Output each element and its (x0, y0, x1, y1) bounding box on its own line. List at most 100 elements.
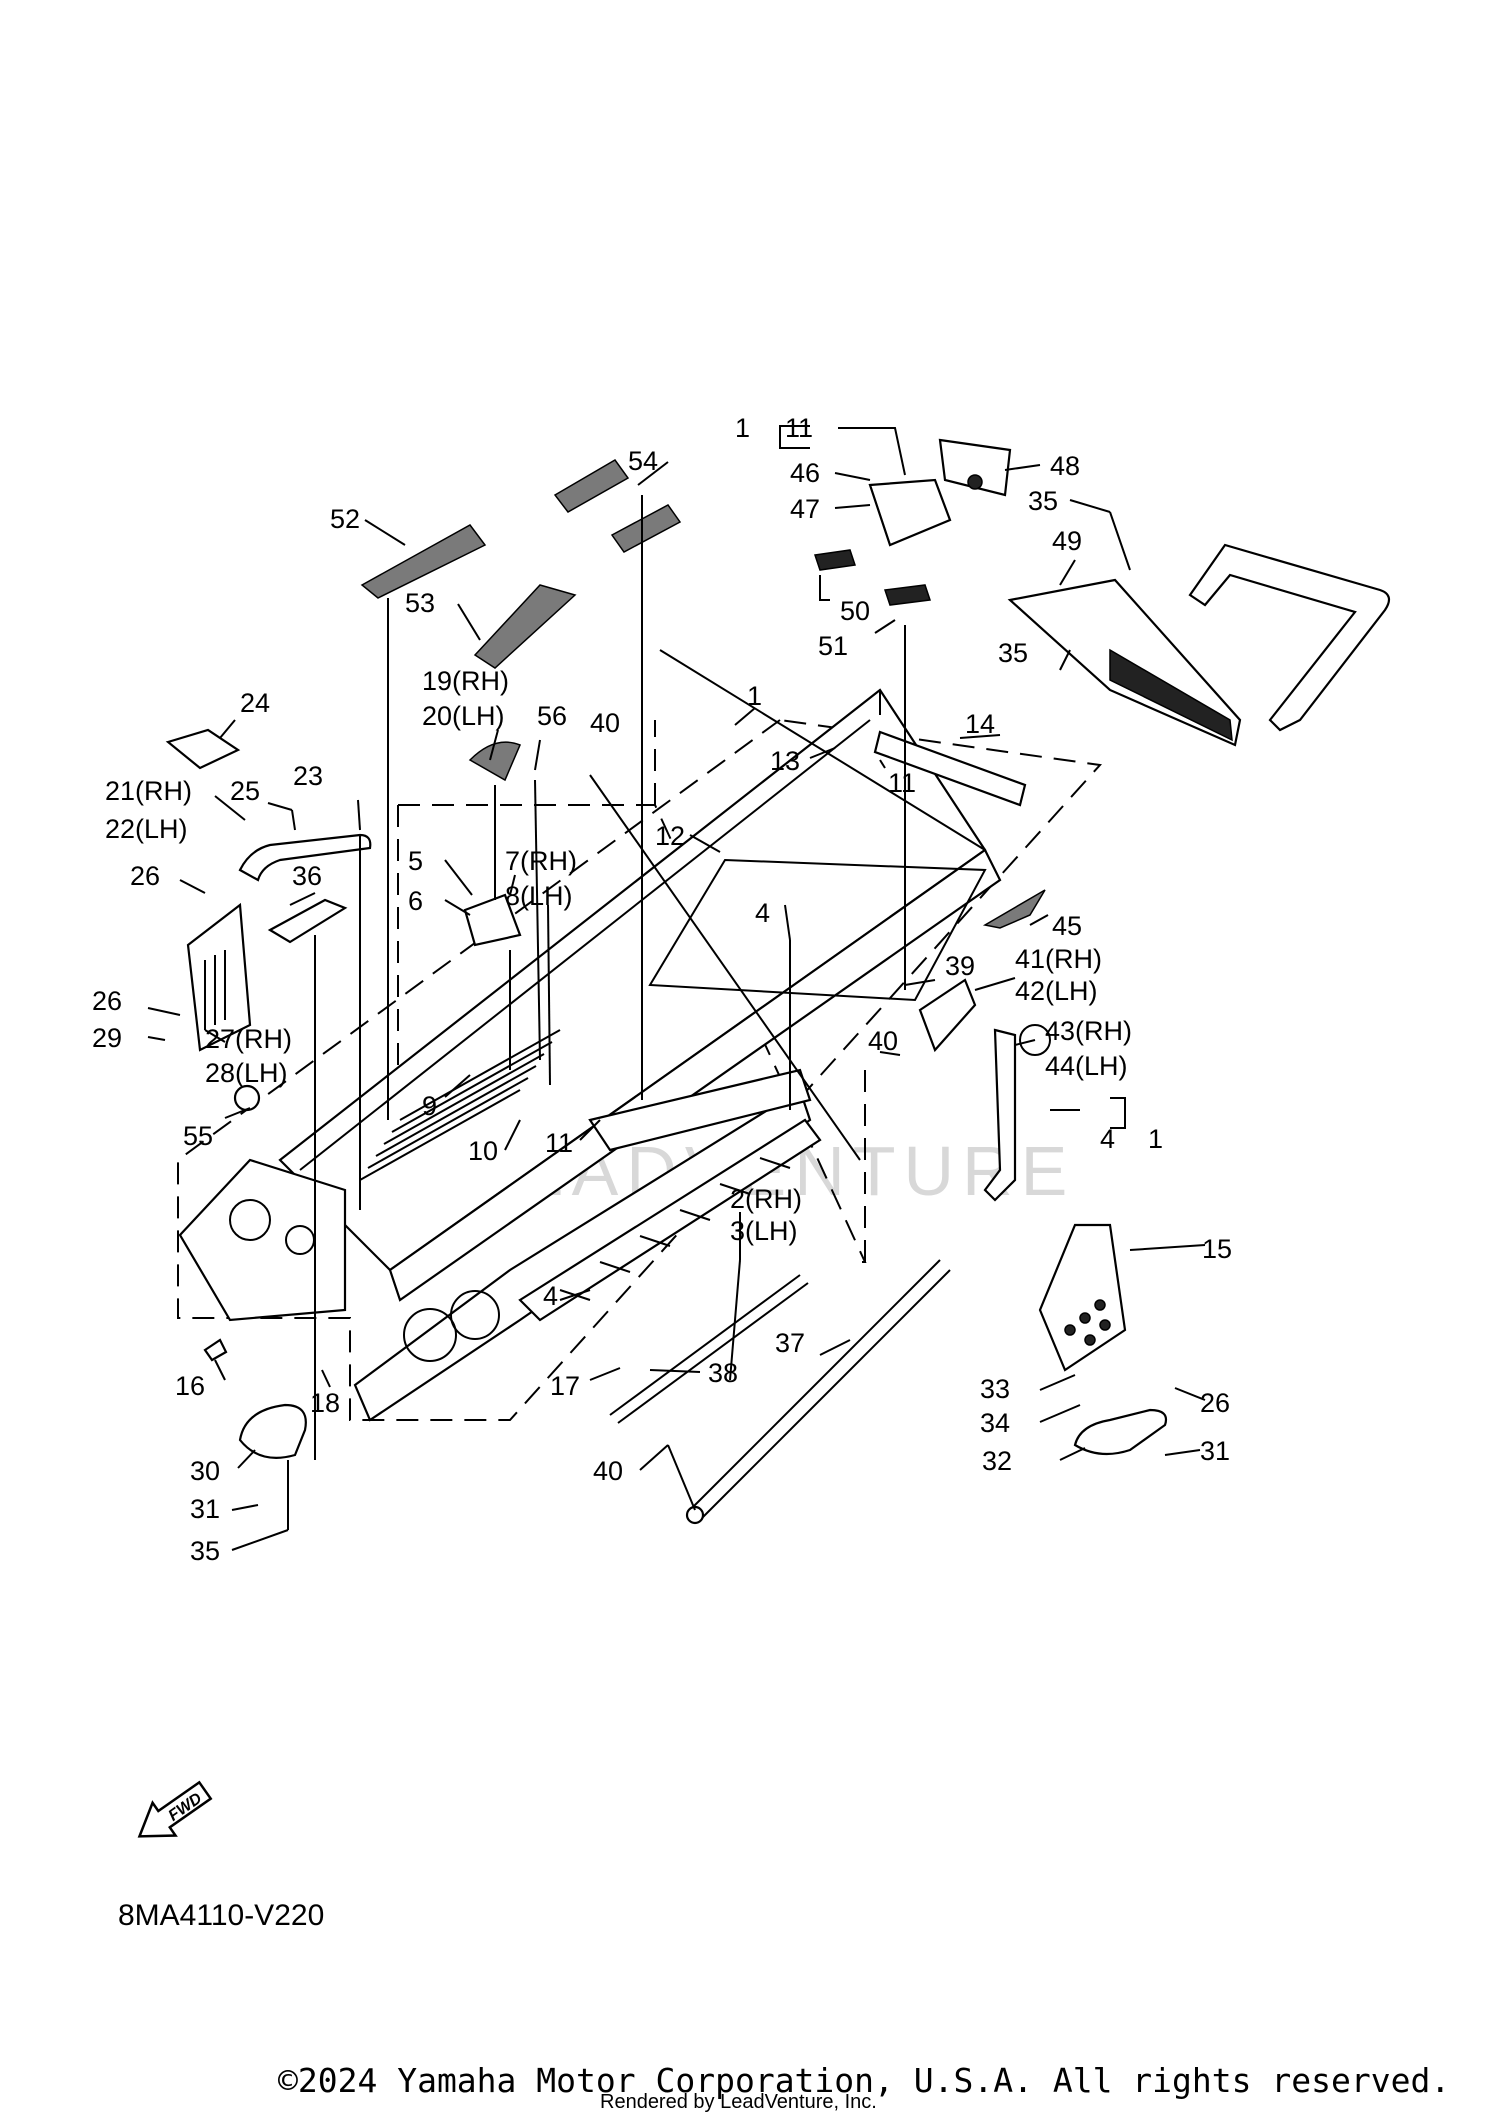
callout-26-right: 26 (1200, 1388, 1230, 1418)
callout-19: 19(RH) (422, 666, 509, 696)
callout-40-mid: 40 (868, 1026, 898, 1056)
callout-1-bracket-right: 1 (1148, 1124, 1163, 1154)
callout-5: 5 (408, 846, 423, 876)
callout-10: 10 (468, 1136, 498, 1166)
callout-31-left: 31 (190, 1494, 220, 1524)
leader-lines (147, 425, 1206, 1551)
bracket-7 (463, 893, 522, 947)
callout-25: 25 (230, 776, 260, 806)
pad-36 (267, 898, 348, 944)
bracket-14 (873, 730, 1027, 807)
assembly-outline-inner (398, 804, 867, 1263)
callout-12: 12 (655, 821, 685, 851)
callout-labels: 1 11 54 52 53 46 47 48 35 49 35 50 51 19… (92, 413, 1232, 1566)
clip-16 (203, 1338, 228, 1362)
copyright-notice: ©2024 Yamaha Motor Corporation, U.S.A. A… (278, 2061, 1450, 2100)
callout-53: 53 (405, 588, 435, 618)
seat-bracket-46 (868, 478, 952, 547)
callout-27: 27(RH) (205, 1024, 292, 1054)
grip-mat-54-lower (610, 504, 682, 553)
callout-46: 46 (790, 458, 820, 488)
mount-41 (918, 978, 977, 1053)
callout-11-low: 11 (545, 1128, 573, 1158)
callout-20: 20(LH) (422, 701, 505, 731)
grommet-55 (233, 1084, 261, 1112)
callout-28: 28(LH) (205, 1058, 288, 1088)
callout-56: 56 (537, 701, 567, 731)
callout-26-left: 26 (130, 861, 160, 891)
callout-7: 7(RH) (505, 846, 577, 876)
callout-35-low: 35 (190, 1536, 220, 1566)
callout-30: 30 (190, 1456, 220, 1486)
callout-4-top: 4 (755, 898, 770, 928)
callout-18: 18 (310, 1388, 340, 1418)
callout-35-top: 35 (1028, 486, 1058, 516)
callout-16: 16 (175, 1371, 205, 1401)
cover-30 (238, 1403, 307, 1459)
callout-39: 39 (945, 951, 975, 981)
callout-43: 43(RH) (1045, 1016, 1132, 1046)
cover-48 (938, 438, 1012, 497)
callout-40-low: 40 (593, 1456, 623, 1486)
tunnel-vents (359, 1029, 561, 1181)
rail-38 (609, 1274, 809, 1424)
callout-35-mid: 35 (998, 638, 1028, 668)
step-plate-15 (1038, 1223, 1127, 1372)
handle-21 (238, 833, 372, 882)
grab-bar (1188, 543, 1391, 732)
callout-23: 23 (293, 761, 323, 791)
callout-32: 32 (982, 1446, 1012, 1476)
grip-mat-52 (360, 524, 487, 599)
callout-37: 37 (775, 1328, 805, 1358)
callout-36: 36 (292, 861, 322, 891)
label-50 (814, 549, 856, 571)
label-51 (883, 584, 932, 606)
callout-24: 24 (240, 688, 270, 718)
callout-8: 8(LH) (505, 881, 573, 911)
callout-54: 54 (628, 446, 658, 476)
callout-3: 3(LH) (730, 1216, 798, 1246)
assembly-outline-main (177, 719, 1103, 1421)
pad-45 (982, 889, 1046, 929)
callout-9: 9 (422, 1091, 437, 1121)
chassis-frame (178, 649, 1002, 1422)
callout-48: 48 (1050, 451, 1080, 481)
callout-31-right: 31 (1200, 1436, 1230, 1466)
rendered-by: Rendered by LeadVenture, Inc. (600, 2091, 877, 2113)
callout-11-bracket: 11 (785, 413, 813, 443)
callout-41: 41(RH) (1015, 944, 1102, 974)
bracket-44-plate (1019, 1024, 1051, 1056)
fwd-arrow-icon: FWD (137, 1780, 213, 1838)
cover-24 (165, 728, 241, 770)
callout-55: 55 (183, 1121, 213, 1151)
callout-51: 51 (818, 631, 848, 661)
callout-44: 44(LH) (1045, 1051, 1128, 1081)
callout-22: 22(LH) (105, 814, 188, 844)
callout-15: 15 (1202, 1234, 1232, 1264)
callout-45: 45 (1052, 911, 1082, 941)
callout-34: 34 (980, 1408, 1010, 1438)
step-32 (1073, 1408, 1168, 1456)
callout-50: 50 (840, 596, 870, 626)
callout-33: 33 (980, 1374, 1010, 1404)
callout-29: 29 (92, 1023, 122, 1053)
callout-2: 2(RH) (730, 1184, 802, 1214)
callout-1: 1 (747, 681, 762, 711)
callout-13: 13 (770, 746, 800, 776)
callout-26-left2: 26 (92, 986, 122, 1016)
callout-47: 47 (790, 494, 820, 524)
callout-17: 17 (550, 1371, 580, 1401)
callout-49: 49 (1052, 526, 1082, 556)
callout-40-top: 40 (590, 708, 620, 738)
callout-11-mid: 11 (888, 768, 916, 798)
callout-14: 14 (965, 709, 995, 739)
grip-mat-54-upper (553, 459, 630, 513)
callout-6: 6 (408, 886, 423, 916)
callout-42: 42(LH) (1015, 976, 1098, 1006)
arm-43 (983, 1028, 1017, 1202)
cap-19 (468, 741, 521, 782)
callout-1-bracket: 1 (735, 413, 750, 443)
diagram-code: 8MA4110-V220 (118, 1899, 324, 1932)
callout-38: 38 (708, 1358, 738, 1388)
callout-4-low: 4 (543, 1281, 558, 1311)
